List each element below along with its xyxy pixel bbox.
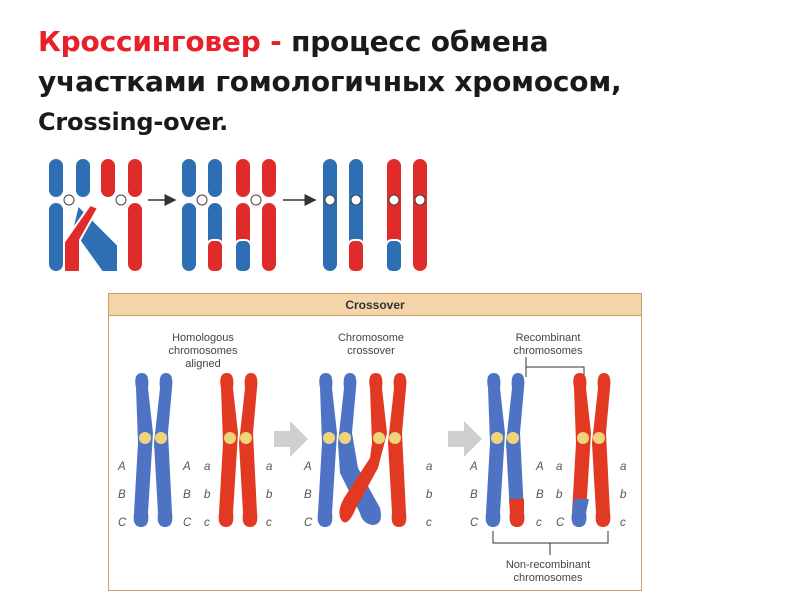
gray-arrow-icon [274, 421, 308, 457]
gene-label: A [182, 461, 191, 473]
crossover-panel: Crossover Homologous chromosomes aligned… [108, 293, 642, 591]
gene-label: C [118, 517, 127, 529]
stage1-label-1: Homologous [172, 332, 234, 344]
title-line3: Crossing-over. [38, 108, 229, 136]
non-recombinant-bracket [492, 531, 609, 555]
gene-label: A [535, 461, 544, 473]
gene-label: a [620, 461, 626, 473]
stage3-top-label-1: Recombinant [516, 332, 581, 344]
gene-label: b [266, 489, 273, 501]
term-crossing-over: Кроссинговер - [38, 25, 282, 58]
panel-stage3-red-chromosome [571, 373, 611, 527]
stage1-red-chromosome [63, 157, 144, 273]
gene-label: a [426, 461, 432, 473]
panel-stage2-blue-chromosome [317, 373, 381, 527]
gene-label: b [426, 489, 433, 501]
gene-label: c [266, 517, 272, 529]
stage2-label-1: Chromosome [338, 332, 404, 344]
panel-header [108, 293, 642, 316]
stage2-red-chromosome [234, 157, 278, 273]
panel-stage2-red-chromosome [339, 373, 407, 527]
stage3-bottom-label-2: chromosomes [513, 572, 583, 584]
stage3-top-label-2: chromosomes [513, 345, 583, 357]
stage3-chromatids [321, 157, 429, 273]
gene-label: C [183, 517, 192, 529]
panel-stage1-red-chromosome [218, 373, 258, 527]
stage1-label-3: aligned [185, 358, 220, 370]
panel-stage3-blue-chromosome [485, 373, 525, 527]
stage2-blue-chromosome [180, 157, 224, 273]
gene-label: A [117, 461, 126, 473]
gene-label: C [304, 517, 313, 529]
gene-label: B [118, 489, 126, 501]
stage1-label-2: chromosomes [168, 345, 238, 357]
gene-label: b [204, 489, 211, 501]
gene-label: B [536, 489, 544, 501]
panel-header-title: Crossover [345, 298, 405, 312]
gene-label: c [204, 517, 210, 529]
title-line1-rest: процесс обмена [281, 25, 549, 58]
gene-label: B [304, 489, 312, 501]
stage1-gene-labels: A B C A B C a b c a b c [117, 461, 273, 529]
panel-stage1-blue-chromosome [133, 373, 173, 527]
gene-label: A [469, 461, 478, 473]
gene-label: B [183, 489, 191, 501]
stage3-gene-labels: A B C A B c a b C a b c [469, 461, 627, 529]
stage2-gene-labels: A B C a b c [303, 461, 433, 529]
gene-label: c [426, 517, 432, 529]
gene-label: C [470, 517, 479, 529]
gene-label: a [266, 461, 272, 473]
recombinant-bracket [525, 357, 585, 377]
gene-label: A [303, 461, 312, 473]
stage2-label-2: crossover [347, 345, 395, 357]
gene-label: b [556, 489, 563, 501]
gene-label: b [620, 489, 627, 501]
gene-label: C [556, 517, 565, 529]
gray-arrow-icon [448, 421, 482, 457]
gene-label: c [536, 517, 542, 529]
gene-label: a [556, 461, 562, 473]
slide-title: Кроссинговер - процесс обмена участками … [38, 22, 778, 142]
gene-label: B [470, 489, 478, 501]
stage3-bottom-label-1: Non-recombinant [506, 559, 590, 571]
gene-label: c [620, 517, 626, 529]
gene-label: a [204, 461, 210, 473]
title-line2: участками гомологичных хромосом, [38, 65, 622, 98]
simple-crossover-schematic [47, 157, 429, 273]
